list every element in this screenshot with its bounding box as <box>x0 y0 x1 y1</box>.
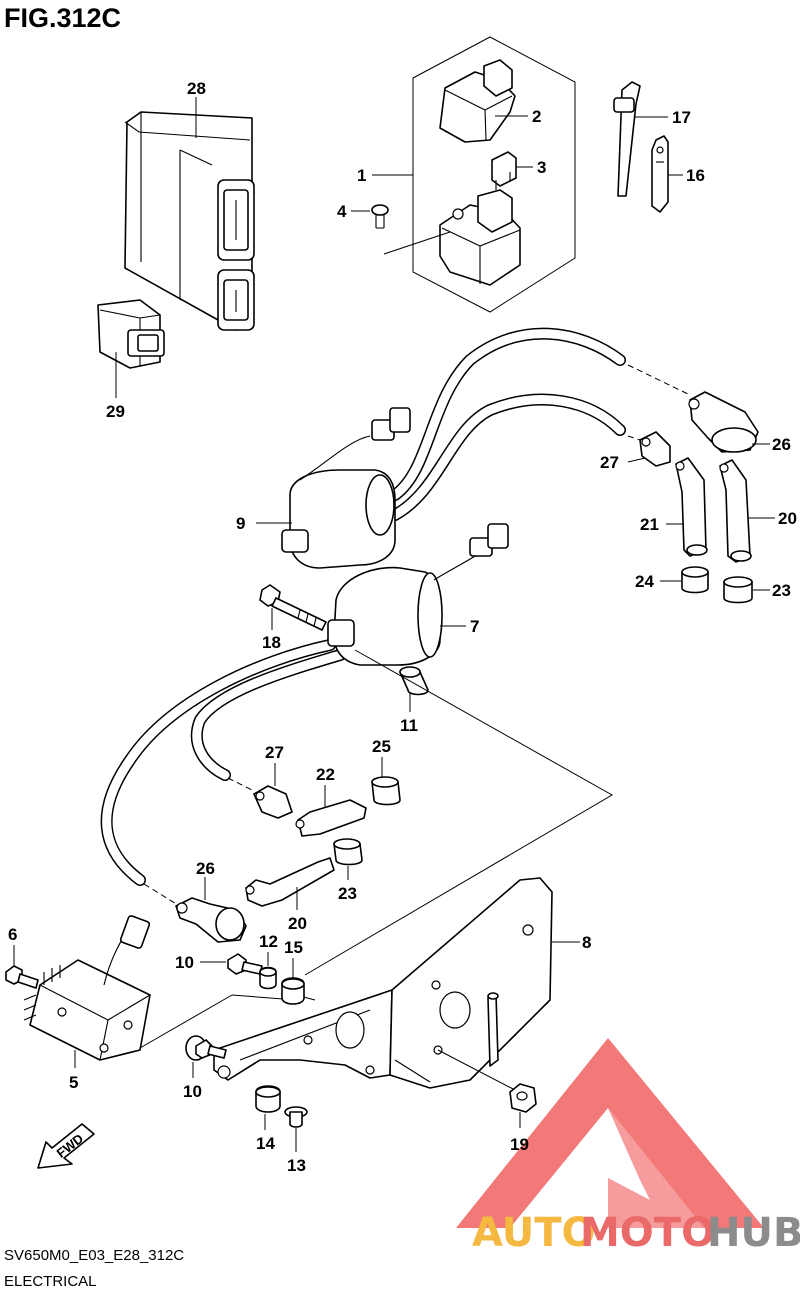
callout-7: 7 <box>470 617 479 636</box>
callout-21: 21 <box>640 515 659 534</box>
watermark-hub: HUB <box>707 1210 800 1256</box>
figure-code: SV650M0_E03_E28_312C <box>4 1247 184 1264</box>
part-18-bolt <box>259 584 327 631</box>
callout-20-upper: 20 <box>778 509 797 528</box>
part-29-connector <box>97 299 165 369</box>
part-23-seal-lower <box>333 838 363 866</box>
callout-17: 17 <box>672 108 691 127</box>
callout-26-upper: 26 <box>772 435 791 454</box>
callout-4: 4 <box>337 202 347 221</box>
part-4-screw <box>371 204 389 229</box>
relay-group-box <box>412 36 576 313</box>
callout-29: 29 <box>106 402 125 421</box>
part-15-grommet <box>281 977 305 1005</box>
part-19-nut <box>509 1083 537 1113</box>
callout-14: 14 <box>256 1134 275 1153</box>
callout-16: 16 <box>686 166 705 185</box>
part-17-clamp <box>613 81 641 197</box>
part-26-plug-cap-lower <box>175 897 247 943</box>
part-20-plug-cap-lower <box>245 857 335 907</box>
figure-title: FIG.312C <box>4 3 121 33</box>
callout-18: 18 <box>262 633 281 652</box>
part-9-ignition-coil-rear <box>281 327 626 569</box>
callout-24: 24 <box>635 572 654 591</box>
part-2-relay-cover <box>439 59 516 143</box>
callout-19: 19 <box>510 1135 529 1154</box>
assembly-outline <box>304 649 614 976</box>
callout-10-upper: 10 <box>175 953 194 972</box>
callout-26-lower: 26 <box>196 859 215 878</box>
callout-27-lower: 27 <box>265 743 284 762</box>
starter-relay <box>439 189 521 286</box>
part-28-ecm <box>124 111 255 331</box>
callout-23-lower: 23 <box>338 884 357 903</box>
callout-15: 15 <box>284 938 303 957</box>
callout-6: 6 <box>8 925 17 944</box>
callout-13: 13 <box>287 1156 306 1175</box>
watermark-auto: AUTO <box>472 1210 596 1256</box>
callout-5: 5 <box>69 1073 78 1092</box>
callout-1: 1 <box>357 166 366 185</box>
watermark-logo: AUTO MOTO HUB <box>456 1038 800 1256</box>
part-5-regulator-rectifier <box>23 915 151 1061</box>
callout-20-lower: 20 <box>288 914 307 933</box>
part-10-bolt-lower <box>185 1035 227 1061</box>
part-14-grommet <box>255 1085 281 1113</box>
part-13-collar <box>284 1106 308 1128</box>
watermark-moto: MOTO <box>580 1210 715 1256</box>
callout-11: 11 <box>400 716 418 735</box>
callout-25: 25 <box>372 737 391 756</box>
callout-3: 3 <box>537 158 546 177</box>
callout-27-upper: 27 <box>600 453 619 472</box>
section-label: ELECTRICAL <box>4 1273 97 1290</box>
part-26-plug-cap-upper <box>688 391 759 453</box>
part-22-plug-cap <box>295 799 367 837</box>
part-20-plug-cap-upper <box>719 459 752 563</box>
callout-2: 2 <box>532 107 541 126</box>
callout-10-lower: 10 <box>183 1082 202 1101</box>
fwd-arrow-icon: FWD <box>37 1123 95 1169</box>
callout-28: 28 <box>187 79 206 98</box>
part-27-grommet-lower <box>253 785 293 819</box>
part-12-spacer <box>259 966 277 990</box>
part-24-seal <box>681 566 709 594</box>
part-6-bolt <box>5 965 39 989</box>
part-23-seal-upper <box>723 576 753 604</box>
callout-8: 8 <box>582 933 591 952</box>
part-8-bracket <box>213 877 553 1089</box>
part-7-ignition-coil-front <box>100 523 509 886</box>
part-16-bracket <box>651 135 669 213</box>
callout-9: 9 <box>236 514 245 533</box>
watermark-triangle <box>456 1038 764 1228</box>
callout-23-upper: 23 <box>772 581 791 600</box>
callout-12: 12 <box>259 932 278 951</box>
part-21-plug-cap <box>675 457 708 557</box>
callout-22: 22 <box>316 765 335 784</box>
part-3-fuse <box>491 151 517 190</box>
part-27-grommet-upper <box>639 431 671 467</box>
part-11-spacer <box>399 666 429 696</box>
part-10-bolt-upper <box>227 953 263 975</box>
part-25-seal <box>371 776 401 806</box>
